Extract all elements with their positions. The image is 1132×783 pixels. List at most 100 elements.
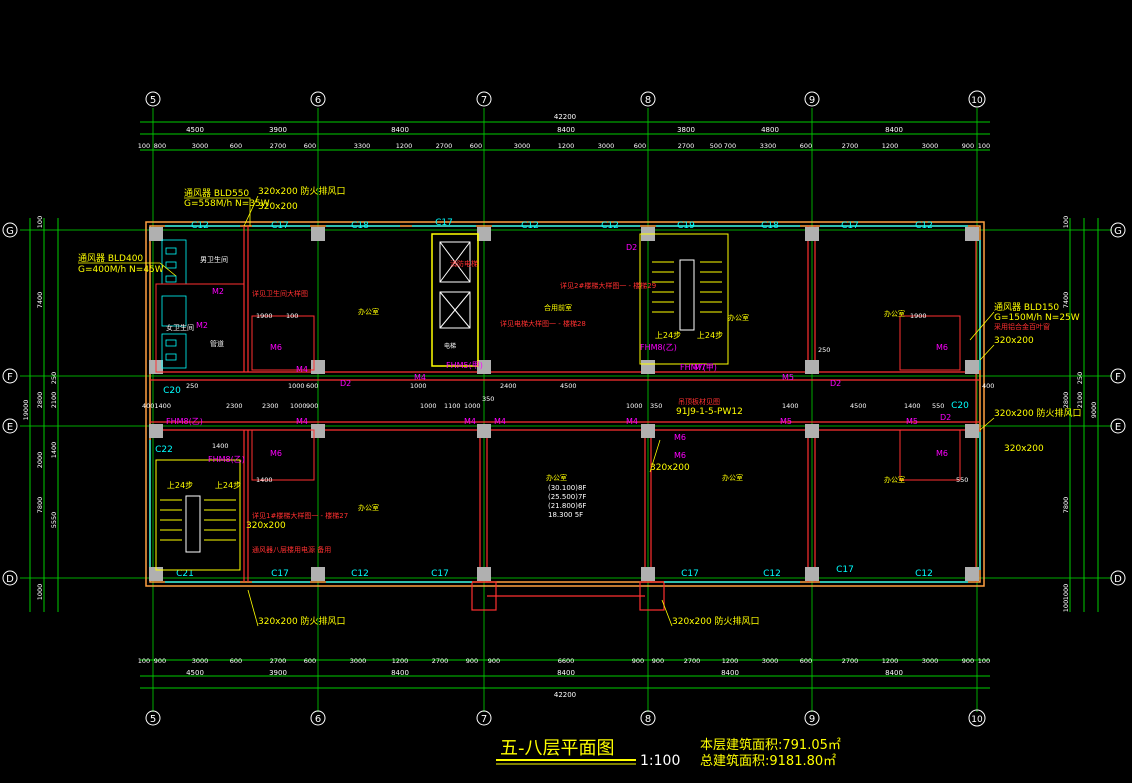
plan-rect bbox=[185, 495, 201, 553]
plan-circle bbox=[1110, 222, 1126, 238]
room-labels: 办公室 办公室 办公室 办公室 办公室 办公室 办公室 合用前室 bbox=[358, 303, 905, 512]
label-dims-top_detail-22: 900 bbox=[962, 142, 974, 150]
label-dims-left_side-9: 5550 bbox=[50, 512, 58, 529]
plan-rect bbox=[641, 424, 655, 438]
label-equipment-vent_3: 320x200 bbox=[994, 336, 1034, 346]
label-dims-bottom_segments-0: 4500 bbox=[186, 669, 204, 677]
label-dims-top_detail-21: 3000 bbox=[922, 142, 939, 150]
plan-rect bbox=[161, 295, 187, 327]
plan-circle bbox=[145, 710, 161, 726]
room-elevator: 电梯 bbox=[444, 342, 456, 350]
plan-rect bbox=[439, 241, 471, 283]
label-elevations-2: (21.800)6F bbox=[548, 502, 586, 510]
plan-rect bbox=[639, 233, 729, 365]
label-col_axes-3: 8 bbox=[645, 714, 651, 725]
plan-circle bbox=[2, 222, 18, 238]
axis-bubble-8: 8 8 bbox=[640, 91, 656, 726]
plan-rect bbox=[431, 233, 479, 367]
label-dims-top_detail-11: 1200 bbox=[558, 142, 575, 150]
label-rooms-office: 办公室 bbox=[358, 307, 379, 316]
label-dims-left_side-5: 19000 bbox=[22, 400, 30, 421]
label-dims-top_detail-6: 3300 bbox=[354, 142, 371, 150]
label-dims-bottom_detail-21: 900 bbox=[962, 657, 974, 665]
plan-rect bbox=[251, 315, 315, 371]
plan-polyline bbox=[78, 262, 177, 277]
label-doors-3: M4 bbox=[414, 373, 426, 382]
label-dims-top_detail-0: 100 bbox=[138, 142, 150, 150]
label-dims-bottom_detail-18: 2700 bbox=[842, 657, 859, 665]
plan-rect bbox=[805, 227, 819, 241]
label-dims-bottom_detail-0: 100 bbox=[138, 657, 150, 665]
plan-polyline bbox=[247, 589, 259, 627]
label-dims-bottom_detail-15: 1200 bbox=[722, 657, 739, 665]
label-dims-bottom_detail-6: 3000 bbox=[350, 657, 367, 665]
label-doors-13: M6 bbox=[936, 343, 948, 352]
stair-left-label-2: 上24步 bbox=[215, 481, 241, 490]
elevation-marks: (30.100)8F (25.500)7F (21.800)6F 18.300 … bbox=[548, 484, 586, 519]
dim-top-detail: 100 800 3000 600 2700 600 3300 1200 2700… bbox=[138, 142, 990, 150]
label-doors-18: D2 bbox=[340, 379, 351, 388]
plan-rect bbox=[155, 283, 245, 373]
plan-rect bbox=[155, 459, 241, 571]
label-row_axes-1: F bbox=[1115, 372, 1121, 383]
axis-bubble-D: D D bbox=[2, 570, 1126, 586]
label-dims-bottom_detail-16: 3000 bbox=[762, 657, 779, 665]
label-equipment-vent_6: 320x200 防火排风口 bbox=[258, 615, 346, 627]
plan-rect bbox=[965, 360, 979, 374]
interior-dims-upper: 1900 100 2300 1000 600 250 2400 1000 350… bbox=[186, 312, 994, 410]
plan-circle bbox=[1110, 418, 1126, 434]
plan-circle bbox=[640, 91, 656, 107]
label-fire_doors-0: FHM8(乙) bbox=[166, 417, 203, 426]
label-dims-bottom_detail-14: 2700 bbox=[684, 657, 701, 665]
label-equipment-fan_2_flow: G=400M/h N=45W bbox=[78, 265, 164, 275]
axis-bubble-10: 10 10 bbox=[968, 90, 986, 727]
label-equipment-vent_4: 320x200 bbox=[650, 463, 690, 473]
plan-rect bbox=[899, 315, 961, 371]
label-rooms-lobby: 合用前室 bbox=[544, 303, 572, 312]
label-equipment-vent_5: 320x200 防火排风口 bbox=[994, 407, 1082, 419]
label-doors-15: M6 bbox=[674, 433, 686, 442]
label-doors-1: M2 bbox=[196, 321, 208, 330]
label-dims-top_detail-19: 2700 bbox=[842, 142, 859, 150]
label-col_axes-1: 6 bbox=[315, 714, 321, 725]
label-windows-8: C17 bbox=[841, 221, 859, 231]
floor-area: 本层建筑面积:791.05㎡ bbox=[700, 737, 841, 753]
label-dims-bottom_detail-17: 600 bbox=[800, 657, 812, 665]
label-dims-bottom_detail-11: 6600 bbox=[558, 657, 575, 665]
label-dims-left_side-0: 100 bbox=[36, 216, 44, 228]
label-dims-top_detail-16: 700 bbox=[724, 142, 736, 150]
label-rooms-office: 办公室 bbox=[722, 473, 743, 482]
label-equipment-fan_3: 通风器 BLD150 bbox=[994, 302, 1059, 313]
label-dims-right_side-3: 2800 bbox=[1062, 392, 1070, 409]
label-dims-top_detail-15: 500 bbox=[710, 142, 722, 150]
label-dims-bottom_detail-22: 100 bbox=[978, 657, 990, 665]
label-windows-16: C17 bbox=[431, 569, 449, 579]
label-notes-atrium: 通风器八层楼用电源 备用 bbox=[252, 545, 331, 554]
plan-rect bbox=[149, 424, 163, 438]
label-dims-interior_bottom-2: 1000 bbox=[290, 402, 307, 410]
label-dims-bottom_detail-13: 900 bbox=[652, 657, 664, 665]
label-equipment-vent_1: 320x200 防火排风口 bbox=[258, 185, 346, 197]
plan-circle bbox=[968, 709, 986, 727]
label-dims-interior_top-7: 1000 bbox=[410, 382, 427, 390]
label-windows-19: C17 bbox=[836, 565, 854, 575]
plan-rect bbox=[679, 259, 695, 331]
label-windows-20: C12 bbox=[915, 569, 933, 579]
label-dims-interior_top-4: 600 bbox=[306, 382, 318, 390]
label-col_axes-5: 10 bbox=[971, 715, 983, 725]
label-dims-top_detail-1: 800 bbox=[154, 142, 166, 150]
window-ref: 91J9-1-5-PW12 bbox=[676, 407, 743, 417]
plan-line bbox=[439, 291, 471, 329]
label-dims-top_detail-20: 1200 bbox=[882, 142, 899, 150]
label-dims-bottom_segments-3: 8400 bbox=[557, 669, 575, 677]
equipment-annotations: 通风器 BLD550 G=558M/h N=35W 320x200 防火排风口 … bbox=[78, 185, 1082, 627]
label-dims-right_side-6: 7800 bbox=[1062, 497, 1070, 514]
plan-line bbox=[439, 241, 471, 283]
label-elevations-0: (30.100)8F bbox=[548, 484, 586, 492]
label-windows-11: C20 bbox=[951, 401, 969, 411]
plan-polyline bbox=[649, 439, 661, 473]
plan-circle bbox=[310, 710, 326, 726]
label-dims-interior_top-12: 1400 bbox=[904, 402, 921, 410]
label-dims-left_side-3: 2800 bbox=[36, 392, 44, 409]
label-dims-interior_top-2: 2300 bbox=[262, 402, 279, 410]
